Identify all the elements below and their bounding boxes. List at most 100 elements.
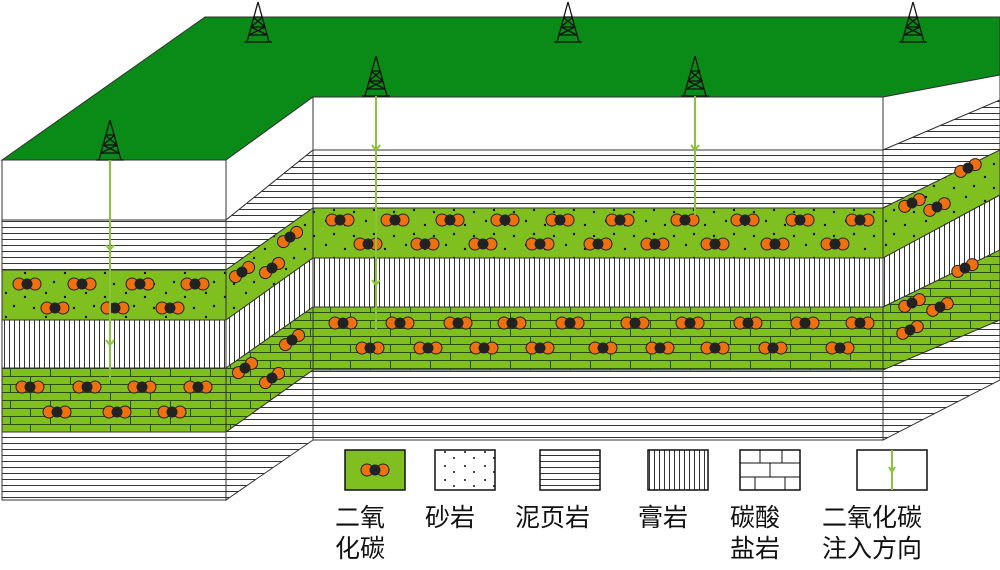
co2-molecule-icon xyxy=(923,197,951,217)
legend-label: 盐岩 xyxy=(730,534,780,563)
co2-molecules xyxy=(12,158,982,419)
co2-molecule-icon xyxy=(435,213,465,227)
left-block-front xyxy=(1,159,227,501)
legend-label: 膏岩 xyxy=(638,503,688,532)
co2-molecule-icon xyxy=(328,316,358,330)
co2-molecule-icon xyxy=(360,463,390,477)
co2-molecule-icon xyxy=(820,237,850,251)
co2-molecule-icon xyxy=(758,341,788,355)
co2-molecule-icon xyxy=(15,380,45,394)
co2-molecule-icon xyxy=(733,316,763,330)
co2-molecule-icon xyxy=(670,213,700,227)
co2-molecule-icon xyxy=(258,366,286,390)
legend-label: 化碳 xyxy=(335,534,385,563)
injection-wells xyxy=(96,1,927,380)
co2-molecule-icon xyxy=(845,316,875,330)
co2-molecule-icon xyxy=(413,341,443,355)
co2-molecule-icon xyxy=(325,213,355,227)
co2-molecule-icon xyxy=(42,405,72,419)
co2-molecule-icon xyxy=(385,316,415,330)
legend-label: 泥页岩 xyxy=(515,503,590,532)
co2-molecule-icon xyxy=(525,237,555,251)
co2-molecule-icon xyxy=(231,356,259,380)
co2-injection-arrow xyxy=(371,96,381,330)
co2-molecule-icon xyxy=(228,260,256,284)
legend-item-shale: 泥页岩 xyxy=(515,449,601,532)
co2-molecule-icon xyxy=(67,277,97,291)
drilling-derrick-icon xyxy=(96,119,124,161)
co2-molecule-icon xyxy=(951,258,979,278)
co2-molecule-icon xyxy=(583,237,613,251)
co2-molecule-icon xyxy=(276,225,304,249)
co2-injection-arrow xyxy=(690,96,700,215)
co2-molecule-icon xyxy=(645,341,675,355)
legend-label: 注入方向 xyxy=(822,534,922,563)
co2-molecule-icon xyxy=(355,341,385,355)
co2-molecule-icon xyxy=(620,316,650,330)
legend-item-gypsum: 膏岩 xyxy=(638,449,709,532)
legend-item-sandstone: 砂岩 xyxy=(425,449,496,532)
co2-molecule-icon xyxy=(380,213,410,227)
co2-molecule-icon xyxy=(896,320,924,340)
co2-molecule-icon xyxy=(490,213,520,227)
co2-molecule-icon xyxy=(700,237,730,251)
co2-molecule-icon xyxy=(588,341,618,355)
legend-label: 碳酸 xyxy=(730,503,780,532)
co2-molecule-icon xyxy=(353,237,383,251)
co2-molecule-icon xyxy=(125,277,155,291)
co2-molecule-icon xyxy=(40,301,70,315)
co2-molecule-icon xyxy=(640,237,670,251)
co2-molecule-icon xyxy=(760,237,790,251)
co2-molecule-icon xyxy=(898,293,926,313)
co2-molecule-icon xyxy=(410,237,440,251)
co2-molecule-icon xyxy=(954,158,982,178)
co2-molecule-icon xyxy=(102,405,132,419)
co2-molecule-icon xyxy=(127,380,157,394)
co2-molecule-icon xyxy=(790,316,820,330)
drilling-derrick-icon xyxy=(362,55,390,97)
co2-molecule-icon xyxy=(258,256,286,280)
co2-molecule-icon xyxy=(469,341,499,355)
co2-molecule-icon xyxy=(497,316,527,330)
co2-molecule-icon xyxy=(898,193,926,213)
legend-swatch xyxy=(434,449,496,491)
co2-molecule-icon xyxy=(183,380,213,394)
co2-molecule-icon xyxy=(278,328,306,352)
drilling-derrick-icon xyxy=(681,55,709,97)
co2-molecule-icon xyxy=(12,277,42,291)
legend: 二氧化碳砂岩泥页岩膏岩碳酸盐岩二氧化碳注入方向 xyxy=(335,449,928,563)
left-block-side xyxy=(225,96,314,501)
co2-molecule-icon xyxy=(155,301,185,315)
co2-molecule-icon xyxy=(100,301,130,315)
co2-molecule-icon xyxy=(700,341,730,355)
drilling-derrick-icon xyxy=(244,1,272,43)
drilling-derrick-icon xyxy=(899,1,927,43)
right-block-side xyxy=(882,74,1000,441)
co2-molecule-icon xyxy=(180,277,210,291)
co2-molecule-icon xyxy=(468,237,498,251)
co2-molecule-icon xyxy=(525,341,555,355)
co2-molecule-icon xyxy=(443,316,473,330)
legend-label: 砂岩 xyxy=(425,503,475,532)
co2-molecule-icon xyxy=(926,297,954,317)
co2-molecule-icon xyxy=(555,316,585,330)
center-block-front xyxy=(312,96,884,441)
legend-swatch xyxy=(539,449,601,491)
co2-molecule-icon xyxy=(785,213,815,227)
legend-swatch xyxy=(647,449,709,491)
co2-molecule-icon xyxy=(845,213,875,227)
co2-molecule-icon xyxy=(72,380,102,394)
co2-molecule-icon xyxy=(730,213,760,227)
legend-item-co2: 二氧化碳 xyxy=(335,449,406,563)
co2-molecule-icon xyxy=(675,316,705,330)
co2-injection-arrow xyxy=(105,160,115,380)
legend-label: 二氧化碳 xyxy=(822,503,922,532)
legend-label: 二氧 xyxy=(335,503,385,532)
co2-molecule-icon xyxy=(545,213,575,227)
drilling-derrick-icon xyxy=(554,1,582,43)
co2-molecule-icon xyxy=(157,405,187,419)
co2-molecule-icon xyxy=(605,213,635,227)
